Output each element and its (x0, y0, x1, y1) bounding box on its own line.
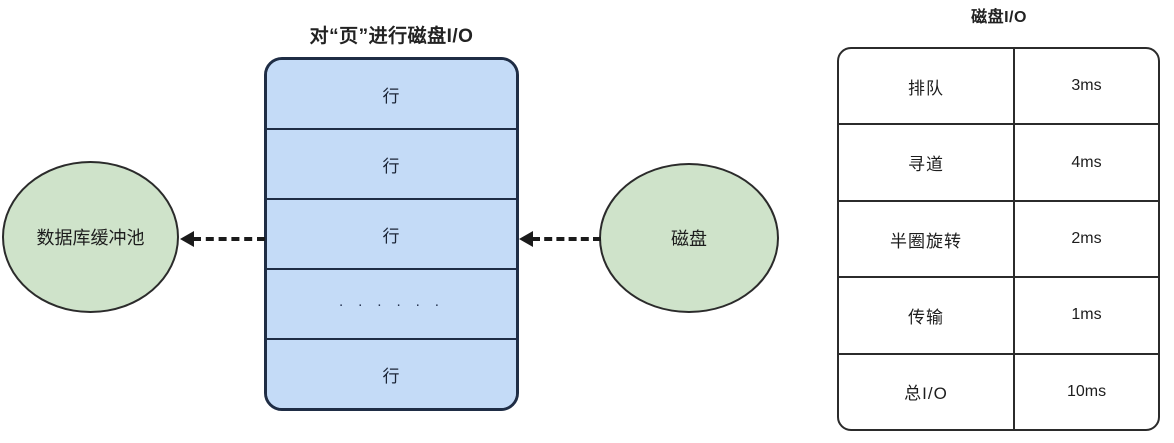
arrow-line (193, 237, 265, 241)
table-row: 总I/O 10ms (839, 354, 1158, 429)
page-row: 行 (267, 340, 516, 408)
io-step-value: 4ms (1071, 153, 1102, 171)
table-row: 排队 3ms (839, 49, 1158, 126)
page-row-ellipsis: · · · · · · (267, 270, 516, 340)
page-row-label: 行 (382, 366, 401, 386)
io-step-value: 3ms (1071, 77, 1102, 95)
page-row-label: 行 (382, 86, 401, 106)
arrow-line (532, 237, 601, 241)
arrow-head-icon (180, 231, 194, 247)
arrow-page-to-buffer (180, 231, 265, 247)
io-step-name: 寻道 (839, 125, 1015, 200)
disk-label: 磁盘 (671, 229, 707, 249)
arrow-disk-to-page (519, 231, 601, 247)
io-step-name: 半圈旋转 (839, 201, 1015, 277)
io-step-value: 2ms (1071, 230, 1102, 248)
io-step-name: 传输 (839, 278, 1015, 353)
buffer-pool-node: 数据库缓冲池 (2, 161, 179, 313)
page-row: 行 (267, 60, 516, 130)
page-row: 行 (267, 200, 516, 270)
io-step-value: 1ms (1071, 306, 1102, 324)
io-table-title: 磁盘I/O (971, 9, 1027, 26)
page-row-label: 行 (382, 156, 401, 176)
buffer-pool-label: 数据库缓冲池 (36, 228, 145, 248)
table-row: 寻道 4ms (839, 125, 1158, 202)
io-step-value: 10ms (1066, 382, 1107, 400)
page-row-label: · · · · · · (338, 295, 445, 313)
arrow-head-icon (519, 231, 533, 247)
disk-node: 磁盘 (599, 163, 779, 313)
page-section-title: 对“页”进行磁盘I/O (309, 26, 474, 47)
page-box: 行 行 行 · · · · · · 行 (264, 57, 519, 411)
page-row: 行 (267, 130, 516, 200)
io-step-name: 总I/O (839, 354, 1015, 429)
table-row: 半圈旋转 2ms (839, 201, 1158, 279)
table-row: 传输 1ms (839, 278, 1158, 355)
io-table: 排队 3ms 寻道 4ms 半圈旋转 2ms 传输 1ms 总I/O 10ms (837, 47, 1160, 431)
page-row-label: 行 (382, 226, 401, 246)
io-step-name: 排队 (839, 49, 1015, 124)
